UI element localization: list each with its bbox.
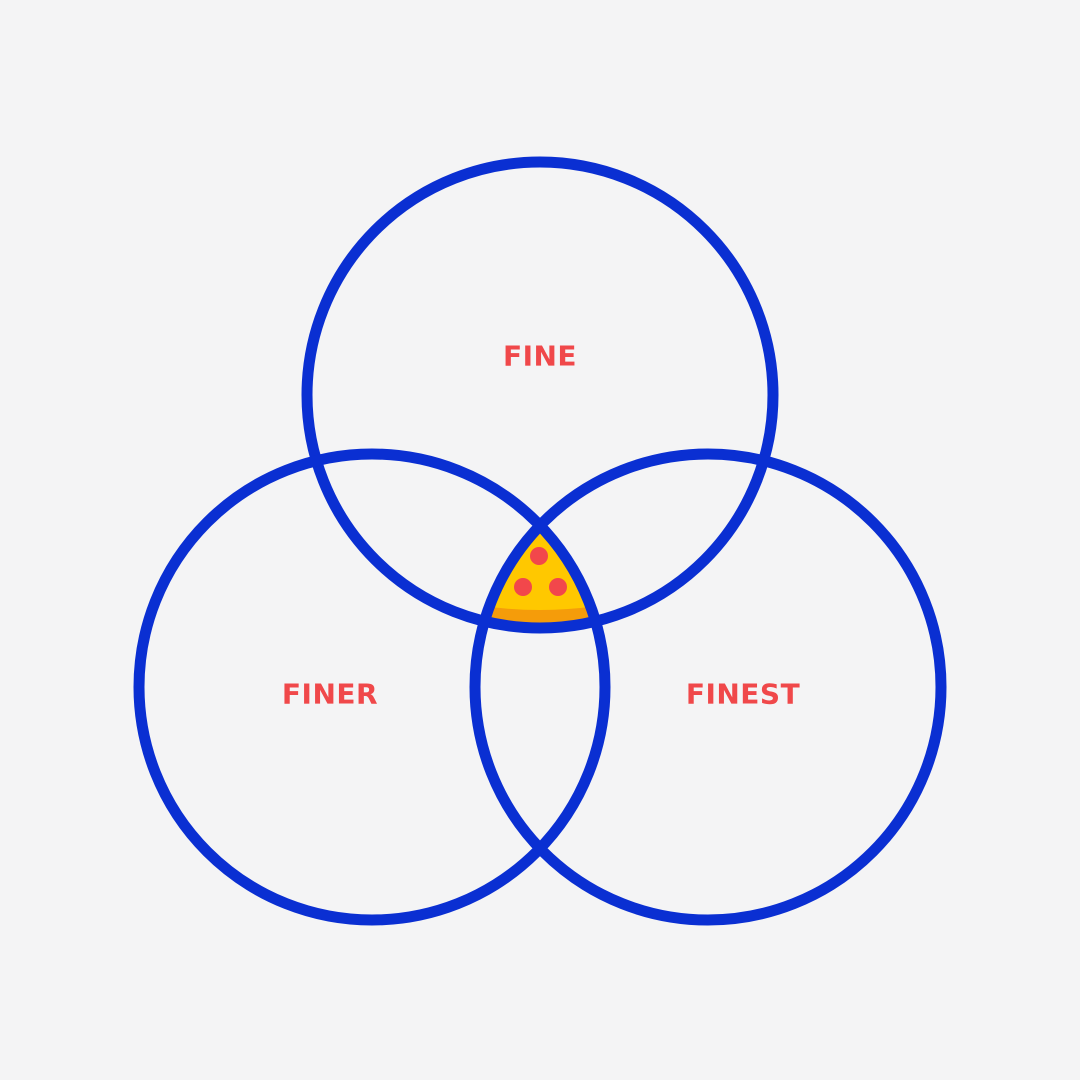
- set-circle-right: [469, 448, 947, 926]
- set-circle-left: [133, 448, 611, 926]
- pepperoni: [549, 578, 567, 596]
- set-label-fine: FINE: [503, 340, 577, 373]
- pepperoni: [514, 578, 532, 596]
- set-circle-top: [301, 156, 779, 634]
- pepperoni: [530, 547, 548, 565]
- set-label-finer: FINER: [282, 678, 378, 711]
- set-label-finest: FINEST: [686, 678, 800, 711]
